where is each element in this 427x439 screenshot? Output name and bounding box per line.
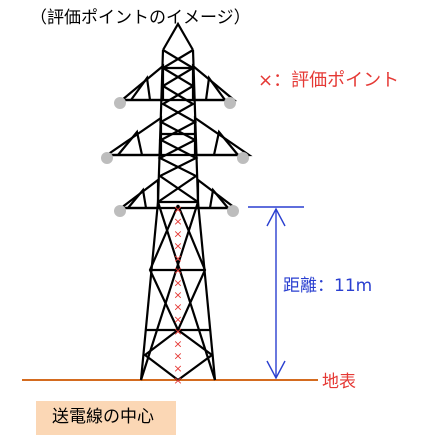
evaluation-point-marker: × [173, 276, 182, 289]
insulator-middle-right [237, 152, 249, 164]
evaluation-point-marker: × [173, 337, 182, 350]
evaluation-point-marker: × [173, 350, 182, 363]
insulator-top-left [114, 97, 126, 109]
diagram-title: （評価ポイントのイメージ） [30, 8, 251, 28]
evaluation-point-marker: × [173, 240, 182, 253]
evaluation-point-marker: × [173, 313, 182, 326]
evaluation-point-marker: × [173, 227, 182, 240]
insulator-bottom-left [114, 205, 126, 217]
insulator-middle-left [101, 152, 113, 164]
distance-label: 距離：11m [283, 276, 373, 296]
evaluation-point-legend: ×：評価ポイント [258, 70, 400, 91]
dimension-arrow-bottom [266, 360, 286, 380]
evaluation-point-marker: × [173, 289, 182, 302]
evaluation-point-marker: × [173, 374, 182, 387]
distance-dimension [248, 206, 304, 380]
ground-label: 地表 [322, 372, 356, 392]
evaluation-points: ××××××××××××××× [173, 203, 182, 387]
evaluation-point-marker: × [173, 264, 182, 277]
evaluation-point-marker: × [173, 325, 182, 338]
evaluation-point-marker: × [173, 215, 182, 228]
evaluation-point-marker: × [173, 362, 182, 375]
transmission-tower [103, 21, 253, 382]
center-label: 送電線の中心 [52, 407, 154, 427]
insulator-top-right [224, 97, 236, 109]
evaluation-point-marker: × [173, 301, 182, 314]
dimension-arrow-top [266, 207, 286, 227]
evaluation-point-marker: × [173, 203, 182, 216]
center-label-box [36, 401, 176, 435]
evaluation-point-marker: × [173, 252, 182, 265]
insulator-bottom-right [227, 205, 239, 217]
insulators [101, 97, 249, 217]
